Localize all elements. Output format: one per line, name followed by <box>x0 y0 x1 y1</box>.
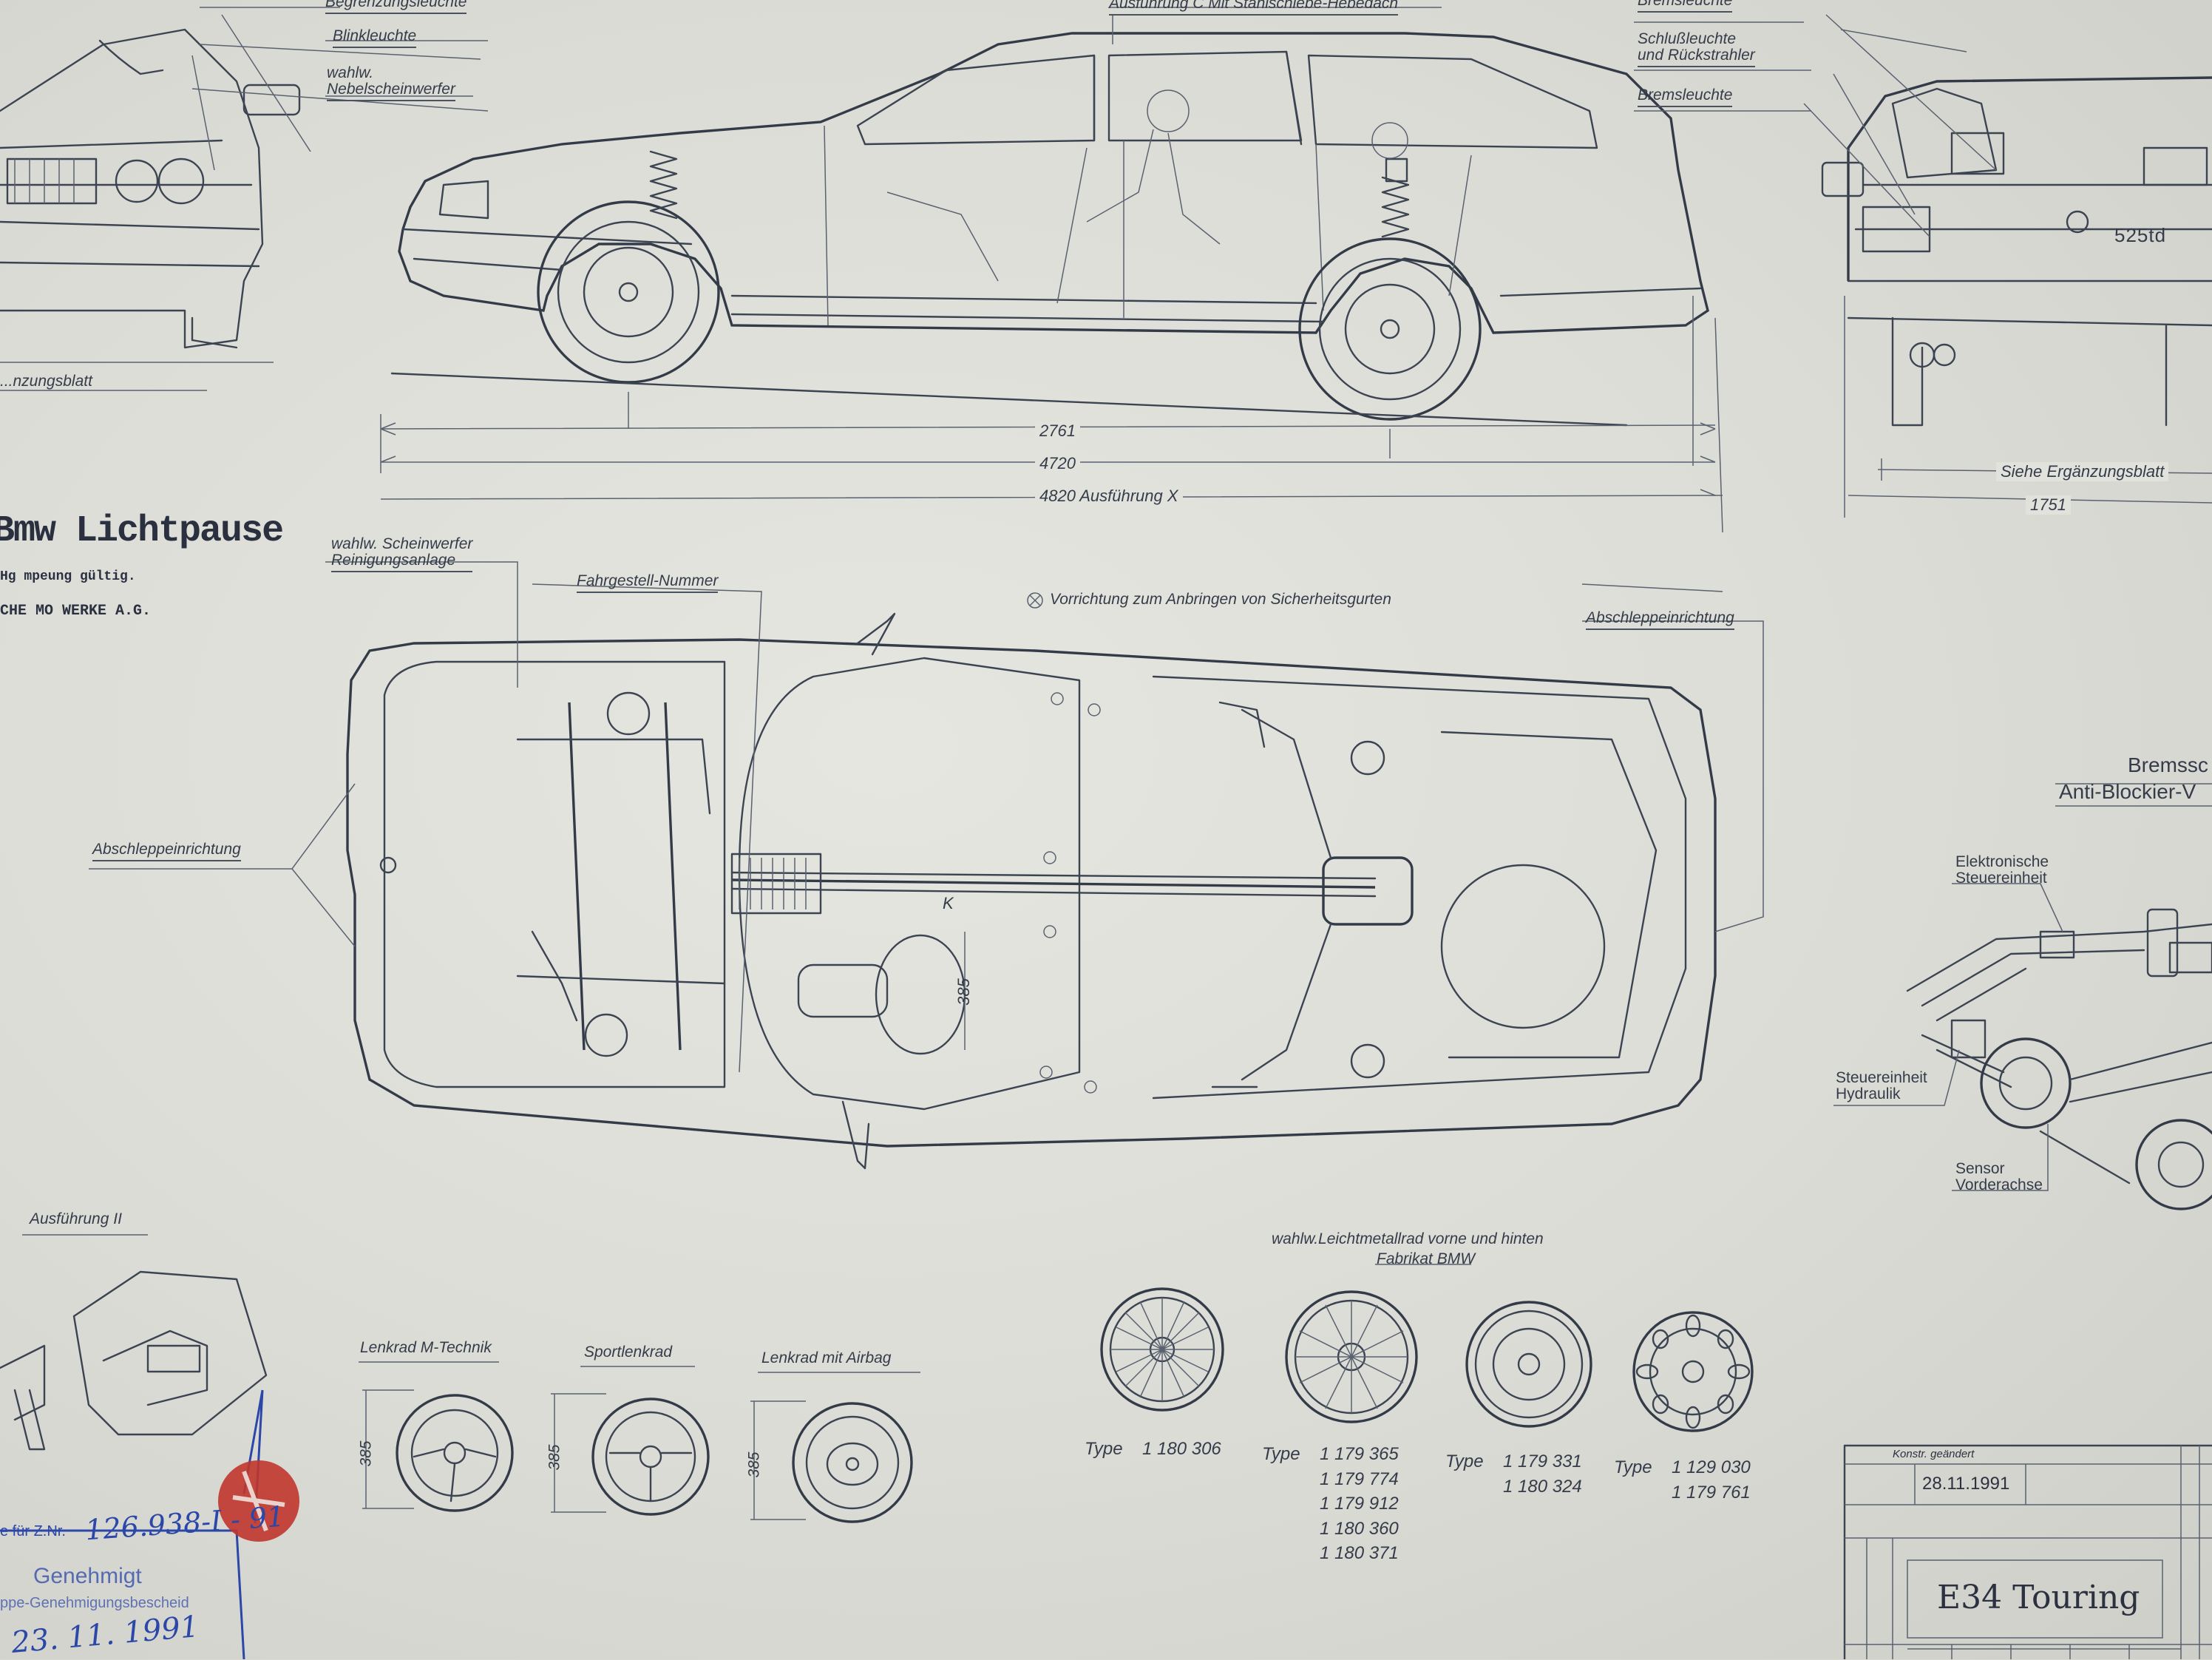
length-dimension: 4720 <box>1035 454 1080 473</box>
alloy-wheels-drawing <box>1100 1264 1754 1432</box>
steering-wheels-drawing <box>359 1361 920 1523</box>
wheel-type-numbers: 1 129 030 1 179 761 <box>1672 1457 1751 1503</box>
approval-word: Genehmigt <box>33 1564 142 1588</box>
wheel-type-label: Type <box>1085 1439 1123 1459</box>
alloy-wheels-header: wahlw.Leichtmetallrad vorne und hinten <box>1272 1230 1544 1247</box>
steering-wheel-dim-sport: 385 <box>546 1444 563 1471</box>
wheel-type-label: Type <box>1614 1457 1652 1477</box>
front-towing-label: Abschleppeinrichtung <box>92 841 241 862</box>
wheelbase-dimension: 2761 <box>1035 421 1080 441</box>
abs-ecu-label: Elektronische Steuereinheit <box>1955 853 2049 887</box>
lichtpause-stamp-title: Bmw Lichtpause <box>0 510 284 552</box>
rear-label-brakelight: Bremsleuchte <box>1638 87 1733 108</box>
chassis-number-label: Fahrgestell-Nummer <box>577 572 719 594</box>
side-view-sunroof-label: Ausführung C Mit Stahlschiebe-Hebedach <box>1109 0 1399 16</box>
alloy-wheels-maker: Fabrikat BMW <box>1377 1250 1476 1267</box>
rear-label-taillight: Schlußleuchte und Rückstrahler <box>1638 30 1755 68</box>
abs-hydraulic-unit-label: Steuereinheit Hydraulik <box>1836 1069 1927 1103</box>
track-width-dimension: 1751 <box>2026 495 2071 515</box>
lichtpause-stamp-line2: Hg mpeung gültig. <box>0 569 136 584</box>
wheel-type-label: Type <box>1445 1451 1484 1471</box>
k-mark: K <box>943 894 954 912</box>
title-block-frame <box>1843 1444 2212 1659</box>
steering-dim-385: 385 <box>954 978 973 1006</box>
rear-view-note: Siehe Ergänzungsblatt <box>1996 462 2169 481</box>
steering-wheel-dim-mtech: 385 <box>357 1440 375 1467</box>
slotted-wheel-icon <box>1632 1311 1754 1432</box>
rear-view-drawing <box>1634 14 2212 518</box>
rear-towing-label: Abschleppeinrichtung <box>1586 609 1734 631</box>
abs-diagram-drawing <box>1833 783 2212 1210</box>
rear-badge: 525td <box>2114 224 2167 246</box>
title-block-header: Konstr. geändert <box>1893 1448 1975 1460</box>
approval-prefix: e für Z.Nr. <box>0 1523 66 1539</box>
side-view-drawing <box>380 7 1723 533</box>
lichtpause-stamp-line3: CHE MO WERKE A.G. <box>0 603 152 620</box>
steering-wheel-title-airbag: Lenkrad mit Airbag <box>761 1349 892 1366</box>
title-block-date: 28.11.1991 <box>1922 1474 2010 1494</box>
cross-spoke-wheel-icon <box>1285 1290 1418 1423</box>
abs-title-line1: Bremssc <box>2128 753 2208 776</box>
headlamp-wash-label: wahlw. Scheinwerfer Reinigungsanlage <box>331 535 473 573</box>
approval-stamp-frame <box>0 1389 299 1659</box>
rear-label-brakelight-top: Bremsleuchte <box>1638 0 1733 13</box>
steering-wheel-title-mtech: Lenkrad M-Technik <box>360 1339 492 1356</box>
variant-sketch-drawing <box>0 1234 268 1451</box>
front-label-indicator: Blinkleuchte <box>333 27 417 49</box>
front-view-note: ...nzungsblatt <box>0 373 92 390</box>
abs-sensor-label: Sensor Vorderachse <box>1955 1160 2043 1194</box>
wheel-type-label: Type <box>1262 1444 1300 1464</box>
title-block-title: E34 Touring <box>1937 1579 2140 1616</box>
length-variant-dimension: 4820 Ausführung X <box>1035 487 1183 506</box>
turbine-wheel-icon <box>1465 1301 1592 1428</box>
steering-wheel-dim-airbag: 385 <box>745 1451 763 1478</box>
wheel-type-numbers: 1 180 306 <box>1142 1439 1221 1459</box>
wheel-type-numbers: 1 179 331 1 180 324 <box>1503 1451 1582 1497</box>
multi-spoke-wheel-icon <box>1100 1287 1224 1412</box>
front-label-foglamp: wahlw. Nebelscheinwerfer <box>327 64 455 102</box>
steering-wheel-title-sport: Sportlenkrad <box>584 1344 673 1361</box>
variant-label: Ausführung II <box>30 1210 122 1227</box>
seatbelt-anchor-label: Vorrichtung zum Anbringen von Sicherheit… <box>1050 591 1391 608</box>
front-view-drawing <box>0 7 489 391</box>
abs-title-line2: Anti-Blockier-V <box>2059 780 2196 803</box>
approval-subtext: ppe-Genehmigungsbescheid <box>0 1595 189 1611</box>
wheel-type-numbers: 1 179 365 1 179 774 1 179 912 1 180 360 … <box>1320 1444 1399 1564</box>
front-label-marker: Begrenzungsleuchte <box>325 0 467 15</box>
top-view-drawing <box>89 561 1764 1170</box>
